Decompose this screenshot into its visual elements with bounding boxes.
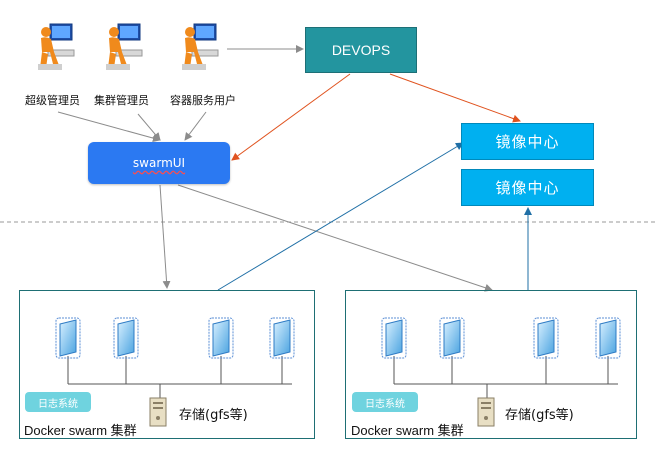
storage-label: 存储(gfs等) bbox=[179, 408, 248, 423]
log-system-badge: 日志系统 bbox=[352, 392, 418, 412]
arrow-container-user-to-swarmui bbox=[184, 111, 207, 141]
cluster2-network bbox=[393, 356, 618, 400]
storage-label: 存储(gfs等) bbox=[505, 408, 574, 423]
server-node-icon bbox=[439, 317, 465, 359]
storage-server-icon bbox=[149, 397, 167, 427]
registry-node[interactable]: 镜像中心 bbox=[461, 123, 594, 160]
devops-label: DEVOPS bbox=[331, 42, 391, 58]
server-node-icon bbox=[269, 317, 295, 359]
cluster-name-label: Docker swarm 集群 bbox=[24, 423, 137, 438]
arrow-swarmui-to-cluster1 bbox=[159, 184, 171, 289]
registry-label: 镜像中心 bbox=[495, 179, 560, 197]
registry-label: 镜像中心 bbox=[495, 133, 560, 151]
swarm-cluster-1 bbox=[19, 290, 315, 439]
server-node-icon bbox=[55, 317, 81, 359]
arrow-devops-to-registry bbox=[389, 73, 521, 123]
arrow-devops-to-swarmui bbox=[231, 73, 351, 161]
arrow-super-admin-to-swarmui bbox=[57, 111, 161, 143]
log-system-badge: 日志系统 bbox=[25, 392, 91, 412]
cluster1-network bbox=[67, 356, 292, 400]
devops-node[interactable]: DEVOPS bbox=[305, 27, 417, 73]
role-label-super-admin: 超级管理员 bbox=[25, 94, 80, 107]
role-label-cluster-admin: 集群管理员 bbox=[94, 94, 149, 107]
server-node-icon bbox=[533, 317, 559, 359]
user-computer-icon bbox=[38, 23, 75, 70]
swarmui-node[interactable]: swarmUI bbox=[88, 142, 230, 184]
swarmui-label: swarmUI bbox=[132, 156, 186, 170]
swarm-cluster-2 bbox=[345, 290, 637, 439]
registry-node[interactable]: 镜像中心 bbox=[461, 169, 594, 206]
user-computer-icon bbox=[182, 23, 219, 70]
cluster-name-label: Docker swarm 集群 bbox=[351, 423, 464, 438]
server-node-icon bbox=[595, 317, 621, 359]
server-node-icon bbox=[208, 317, 234, 359]
role-label-container-user: 容器服务用户 bbox=[170, 94, 236, 107]
arrow-cluster-admin-to-swarmui bbox=[137, 113, 161, 141]
server-node-icon bbox=[381, 317, 407, 359]
user-computer-icon bbox=[106, 23, 143, 70]
arrow-swarmui-to-cluster2 bbox=[177, 184, 493, 292]
server-node-icon bbox=[113, 317, 139, 359]
storage-server-icon bbox=[477, 397, 495, 427]
arrow-cluster1-to-registry bbox=[217, 142, 464, 291]
